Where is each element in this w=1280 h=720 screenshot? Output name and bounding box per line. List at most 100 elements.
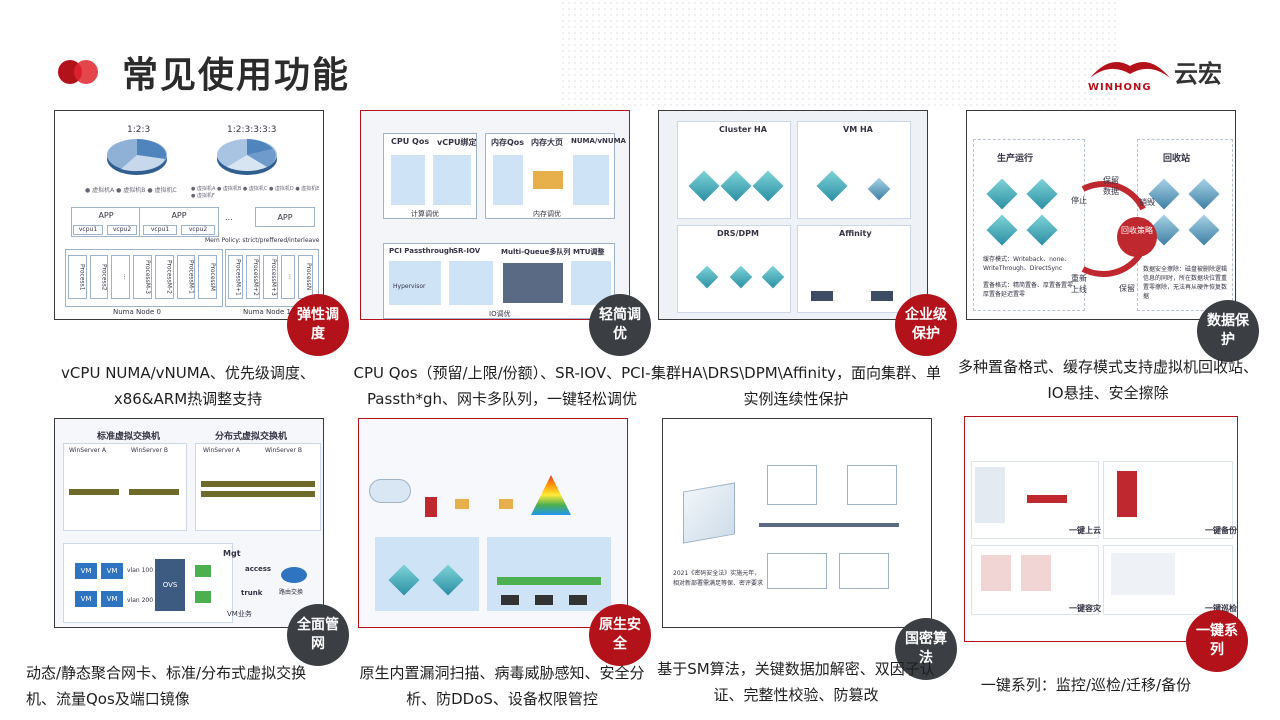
process-item: ProcessM+3 — [263, 255, 278, 299]
mgt-label: Mgt — [223, 549, 241, 558]
world-map-dots — [560, 0, 1120, 110]
caption-sm-crypto: 基于SM算法，关键数据加解密、双因子认证、完整性校验、防篡改 — [657, 660, 935, 704]
host-block — [569, 595, 587, 605]
panel-data-protection: 生产运行 缓存模式：Writeback、none、WriteThrough、Di… — [966, 110, 1236, 320]
mem-block-3 — [573, 155, 609, 205]
one-click-cloud-label: 一键上云 — [1069, 526, 1101, 535]
dr-site — [981, 555, 1011, 591]
vm-biz-label: VM业务 — [227, 610, 252, 618]
sriov-title: SR-IOV — [453, 247, 481, 255]
crypto-bar — [759, 523, 899, 527]
pie-2-label: 1:2:3:3:3:3 — [227, 125, 277, 135]
caption-one-click: 一键系列：监控/巡检/迁移/备份 — [980, 676, 1192, 694]
badge-network: 全面管网 — [287, 604, 349, 666]
panel-enterprise-protection: Cluster HA VM HA DRS/DPM Affinity — [658, 110, 928, 320]
vswitch-bar — [69, 489, 119, 495]
numa-node-0 — [65, 249, 223, 307]
switch-block — [455, 499, 469, 509]
affinity-title: Affinity — [839, 229, 872, 238]
vm-ha-title: VM HA — [843, 125, 873, 134]
affinity-node — [811, 291, 833, 301]
crypto-module — [847, 465, 897, 505]
pie-2-legend: ● 虚拟机A ● 虚拟机B ● 虚拟机C ● 虚拟机D ● 虚拟机E ● 虚拟机… — [191, 186, 320, 199]
process-item: Process1 — [68, 255, 87, 299]
cloud-icon — [369, 479, 411, 503]
crypto-module — [767, 465, 817, 505]
production-area — [973, 139, 1085, 311]
mem-block-2 — [533, 171, 563, 189]
ovs-area — [63, 543, 233, 623]
vm-block: VM — [101, 591, 123, 607]
panel-elastic-scheduling: 1:2:3 ● 虚拟机A ● 虚拟机B ● 虚拟机C 1:2:3:3:3:3 ●… — [54, 110, 324, 320]
datacenter-cube — [683, 482, 735, 544]
drs-dpm-title: DRS/DPM — [717, 229, 759, 238]
ellipsis: ... — [225, 213, 233, 222]
server-label: WinServer B — [131, 447, 168, 454]
process-item: ... — [111, 255, 131, 299]
crypto-module — [839, 553, 889, 589]
cpu-qos-title: CPU Qos — [391, 137, 430, 146]
badge-data-protection: 数据保护 — [1197, 300, 1259, 362]
panel-tuning: CPU Qos vCPU绑定 计算调优 内存Qos 内存大页 NUMA/vNUM… — [360, 110, 630, 320]
pie-chart-1 — [107, 139, 167, 175]
recycle-policy-center: 回收策略 — [1117, 217, 1157, 257]
host-block — [535, 595, 553, 605]
caption-enterprise-protection: 集群HA\DRS\DPM\Affinity，面向集群、单实例连续性保护 — [651, 364, 941, 408]
process-item: ProcessM-1 — [176, 255, 196, 299]
nic-port — [195, 565, 211, 577]
panel-sm-crypto: 2021《密码安全法》实施元年，相对新部署需满足等保、密评要求 — [662, 418, 932, 628]
hugepage-title: 内存大页 — [531, 138, 563, 147]
process-item: ProcessM+1 — [228, 255, 243, 299]
vcpu2-box: vcpu2 — [107, 225, 137, 235]
sriov-block — [449, 261, 493, 305]
logo-text-en: WINHONG — [1088, 82, 1152, 93]
vm-block: VM — [75, 591, 97, 607]
inspect-report — [1111, 553, 1175, 595]
badge-elastic-scheduling: 弹性调度 — [287, 294, 349, 356]
ovs-bridge: OVS — [155, 559, 185, 611]
vcpu1-box: vcpu1 — [73, 225, 103, 235]
title-dots-icon — [58, 60, 102, 84]
panel-network: 标准虚拟交换机 分布式虚拟交换机 WinServer A WinServer B… — [54, 418, 324, 628]
caption-elastic-scheduling: vCPU NUMA/vNUMA、优先级调度、x86&ARM热调整支持 — [61, 364, 315, 408]
badge-one-click: 一键系列 — [1186, 610, 1248, 672]
security-pyramid — [531, 475, 571, 515]
host-block — [501, 595, 519, 605]
access-label: access — [245, 565, 272, 573]
pie-chart-2 — [217, 139, 277, 175]
vcpu-bind-title: vCPU绑定 — [437, 138, 477, 147]
caption-tuning: CPU Qos（预留/上限/份额）、SR-IOV、PCI-Passth*gh、网… — [353, 364, 651, 408]
numa-title: NUMA/vNUMA — [571, 137, 626, 145]
process-item: ProcessN — [298, 255, 313, 299]
numa-node-1 — [225, 249, 319, 307]
process-item: ... — [280, 255, 296, 299]
vm-block: VM — [101, 563, 123, 579]
winhong-logo: 云宏 WINHONG — [1088, 52, 1238, 98]
mem-policy: Mem Policy: strict/preffered/interleave — [205, 237, 320, 244]
cloud-screenshot — [975, 467, 1005, 523]
standard-switch-title: 标准虚拟交换机 — [97, 432, 161, 442]
process-item: ProcessM-3 — [133, 255, 152, 299]
dvswitch-bar — [201, 491, 315, 497]
compute-tuning-label: 计算调优 — [411, 210, 439, 218]
trunk-label: trunk — [241, 589, 263, 597]
one-click-inspect-label: 一键巡检 — [1205, 604, 1237, 613]
one-click-dr-label: 一键容灾 — [1069, 604, 1101, 613]
restart-label: 重新上线 — [1071, 274, 1087, 294]
numa-node-0-label: Numa Node 0 — [113, 308, 161, 316]
erase-text: 数据安全擦除：磁盘被删除逻辑信息的同时，所在数据块位置重置零擦除，无法再从硬件恢… — [1143, 266, 1228, 300]
mtu-title: MTU调整 — [573, 248, 605, 256]
app-box-3: APP — [255, 207, 315, 227]
vm-block: VM — [75, 563, 97, 579]
destroy-label: 销毁 — [1139, 198, 1155, 207]
cache-mode-text: 缓存模式：Writeback、none、WriteThrough、DirectS… — [983, 256, 1071, 272]
io-tuning-label: IO调优 — [489, 310, 511, 318]
vcpu-block — [433, 155, 471, 205]
provision-text: 置备格式：精简置备、厚置备置零、厚置备延迟置零 — [983, 282, 1080, 298]
process-item: ProcessM-2 — [154, 255, 174, 299]
badge-sm-crypto: 国密算法 — [895, 618, 957, 680]
dvswitch-bar — [201, 481, 315, 487]
pci-title: PCI Passthrough — [389, 247, 454, 255]
pci-block — [389, 261, 441, 305]
dr-site — [1021, 555, 1051, 591]
